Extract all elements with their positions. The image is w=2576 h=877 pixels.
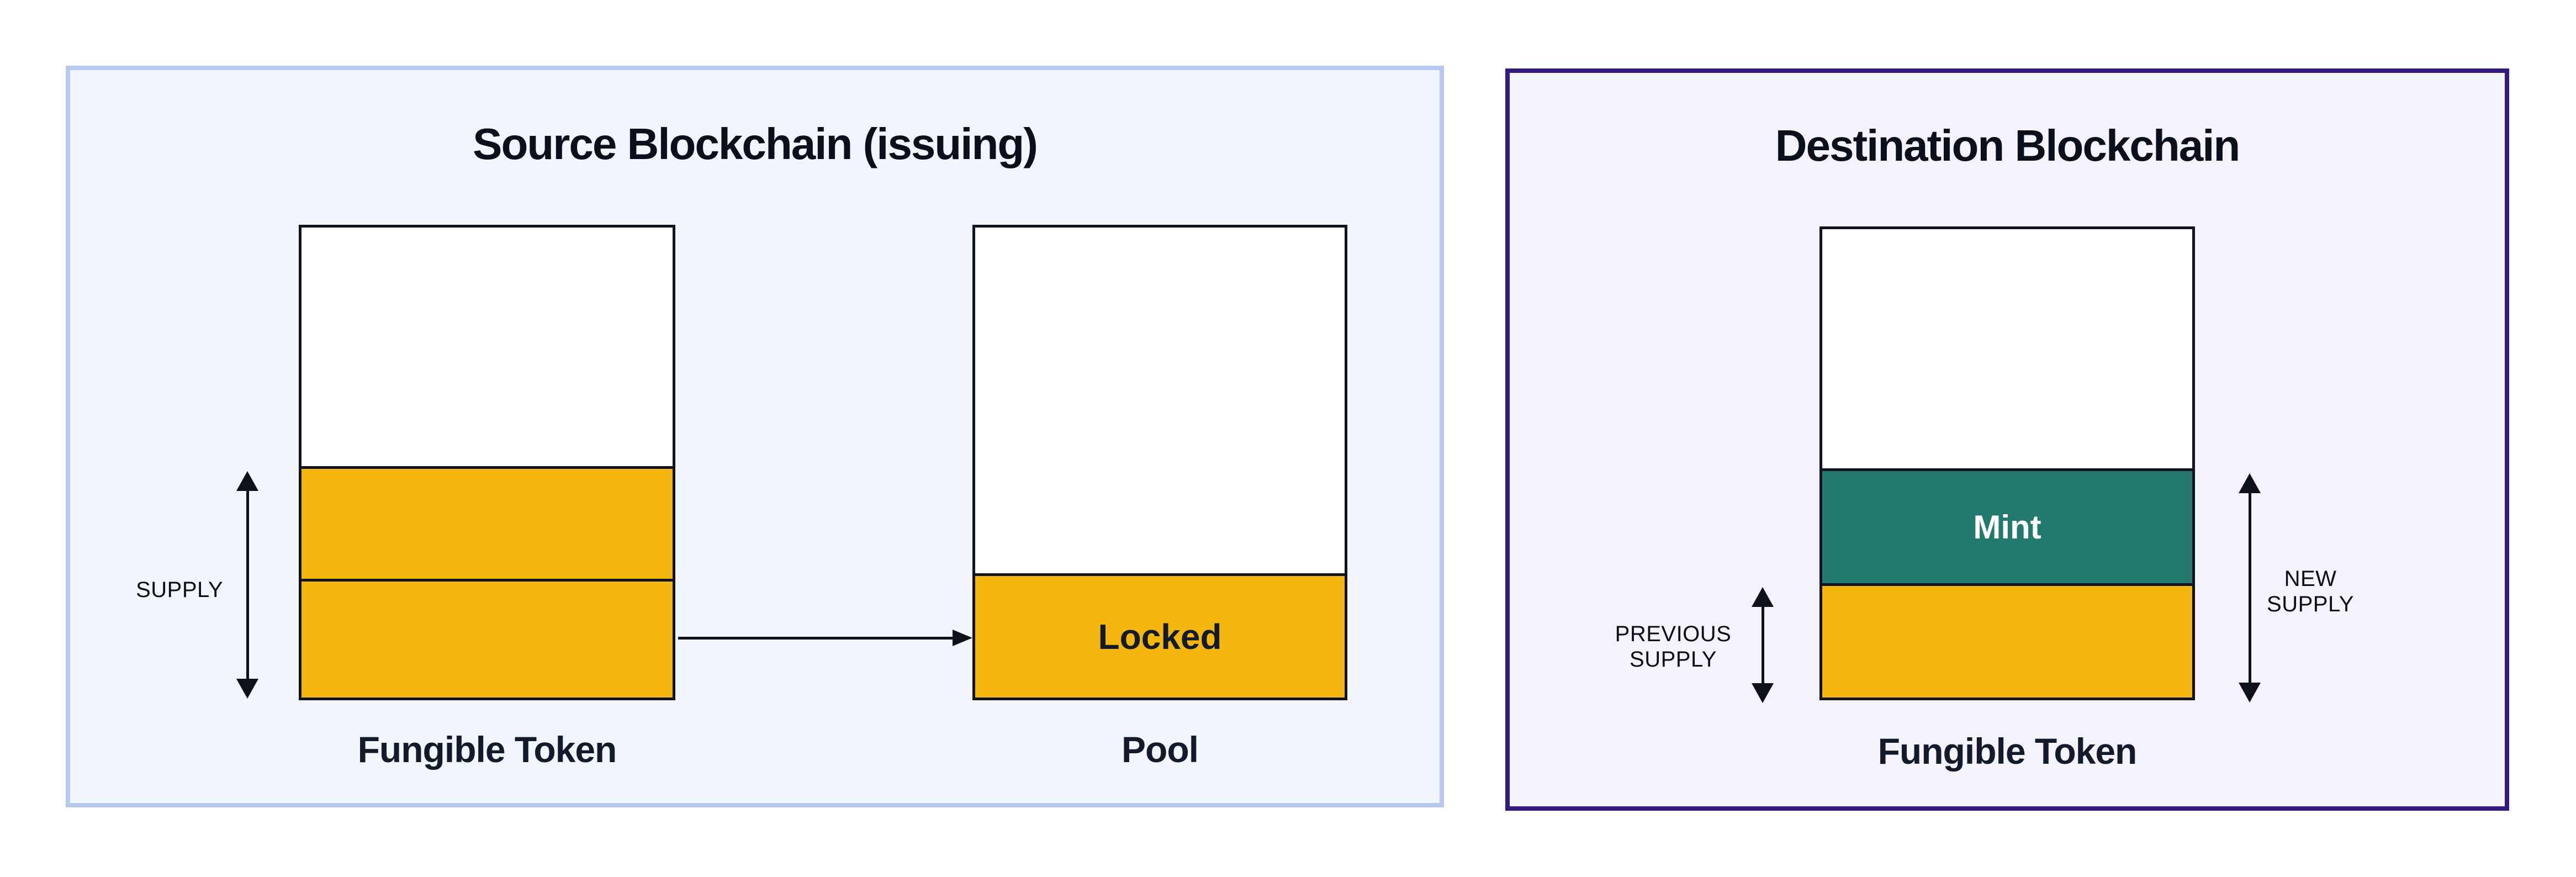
supply-range-double-arrow-icon	[236, 471, 258, 699]
destination-blockchain-panel: Destination Blockchain Mint PREVIOUS SUP…	[1505, 68, 2509, 811]
new-supply-range-double-arrow-icon	[2239, 473, 2261, 702]
lock-transfer-arrow-icon	[678, 630, 972, 646]
source-panel-title: Source Blockchain (issuing)	[473, 119, 1038, 168]
new-supply-label-line1: NEW	[2284, 567, 2337, 591]
source-supply-upper-segment	[301, 466, 673, 579]
destination-panel-title: Destination Blockchain	[1775, 121, 2241, 170]
pool-caption: Pool	[1122, 729, 1199, 770]
previous-supply-segment	[1822, 583, 2192, 698]
pool-locked-segment: Locked	[975, 573, 1345, 698]
source-blockchain-panel: Source Blockchain (issuing) SUPPLY Locke…	[66, 66, 1444, 807]
mint-label: Mint	[1973, 509, 2041, 546]
arrow-line	[1762, 603, 1764, 688]
arrow-right-head-icon	[953, 630, 972, 646]
previous-supply-label-line1: PREVIOUS	[1615, 622, 1732, 646]
new-supply-label: NEW SUPPLY	[2217, 566, 2404, 617]
arrow-down-head-icon	[2239, 683, 2261, 702]
new-supply-label-line2: SUPPLY	[2267, 592, 2354, 616]
source-token-caption: Fungible Token	[357, 729, 617, 770]
destination-fungible-token-bar: Mint	[1819, 226, 2195, 700]
arrow-line	[2249, 489, 2251, 687]
destination-token-caption: Fungible Token	[1877, 731, 2138, 772]
arrow-down-head-icon	[236, 679, 258, 699]
previous-supply-label: PREVIOUS SUPPLY	[1568, 621, 1778, 672]
previous-supply-range-double-arrow-icon	[1752, 587, 1774, 703]
source-supply-lower-segment	[301, 579, 673, 698]
mint-segment: Mint	[1822, 468, 2192, 583]
previous-supply-label-line2: SUPPLY	[1630, 647, 1717, 672]
arrow-line	[246, 487, 249, 683]
arrow-down-head-icon	[1752, 683, 1774, 703]
locked-label: Locked	[1098, 617, 1222, 657]
source-fungible-token-bar	[299, 225, 675, 700]
supply-label: SUPPLY	[136, 578, 223, 602]
pool-bar: Locked	[972, 225, 1347, 700]
arrow-line	[678, 637, 956, 640]
